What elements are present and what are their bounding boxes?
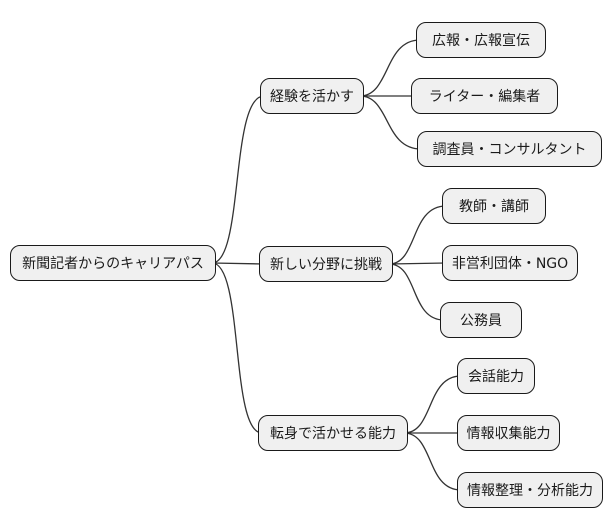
connector-root-branch2	[211, 262, 265, 265]
node-leaf-nonprofit-ngo: 非営利団体・NGO	[442, 245, 578, 281]
node-leaf-writer-editor: ライター・編集者	[411, 78, 558, 114]
connector-branch2-leaf2	[388, 262, 447, 265]
connector-branch2-leaf3	[388, 263, 445, 321]
node-leaf-information-gathering: 情報収集能力	[457, 415, 560, 451]
connector-root-branch3	[211, 262, 263, 434]
node-branch-leverage-experience: 経験を活かす	[260, 78, 364, 114]
connector-branch3-leaf1	[403, 375, 462, 434]
node-branch-transferable-skills: 転身で活かせる能力	[258, 415, 408, 451]
connector-branch1-leaf1	[359, 39, 421, 97]
node-leaf-researcher-consultant: 調査員・コンサルタント	[417, 131, 602, 167]
node-leaf-analysis-skill: 情報整理・分析能力	[457, 472, 603, 508]
connector-branch3-leaf3	[403, 432, 462, 491]
node-leaf-civil-servant: 公務員	[440, 302, 522, 338]
connector-root-branch1	[211, 95, 265, 264]
node-branch-new-fields: 新しい分野に挑戦	[259, 246, 393, 282]
node-leaf-teacher-lecturer: 教師・講師	[442, 188, 546, 224]
connector-branch2-leaf1	[388, 205, 447, 265]
node-leaf-conversation-skill: 会話能力	[457, 358, 535, 394]
node-root: 新聞記者からのキャリアパス	[10, 245, 216, 281]
connector-branch1-leaf3	[359, 95, 422, 150]
node-leaf-public-relations: 広報・広報宣伝	[416, 22, 546, 58]
